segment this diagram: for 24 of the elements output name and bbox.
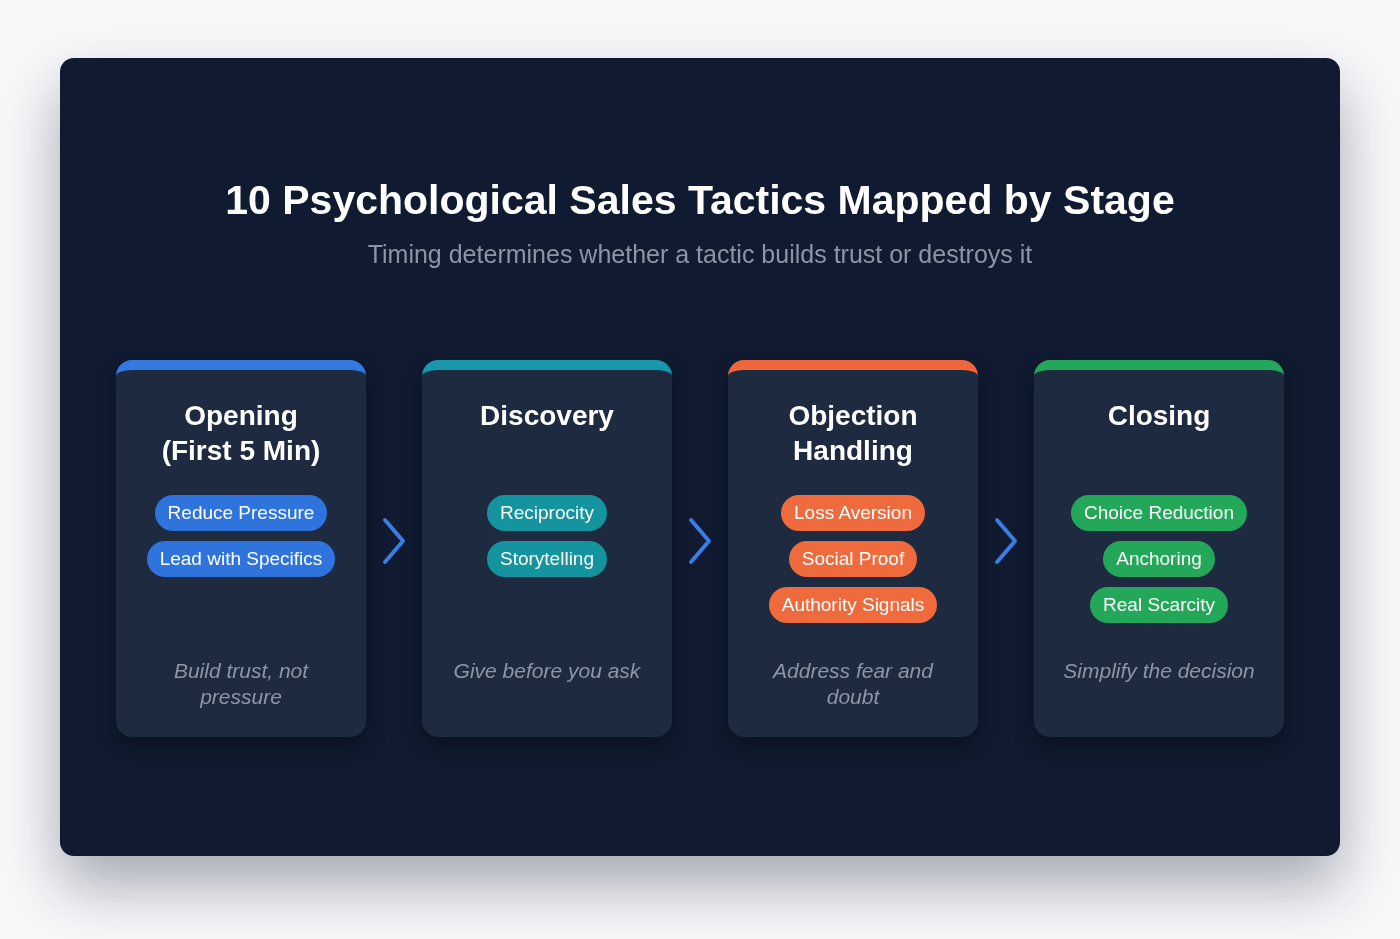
tactic-pill: Loss Aversion [781, 495, 925, 531]
stage-note: Build trust, not pressure [172, 658, 310, 710]
stage-note: Simplify the decision [1062, 658, 1256, 684]
stage-card [1034, 360, 1284, 737]
stage-note: Give before you ask [452, 658, 642, 684]
stage-note: Address fear and doubt [771, 658, 935, 710]
diagram-title: 10 Psychological Sales Tactics Mapped by Stage [225, 176, 1175, 225]
stage-card [728, 360, 978, 737]
tactic-pill: Reciprocity [487, 495, 607, 531]
stage-heading: Discovery [479, 399, 615, 433]
tactic-pill: Reduce Pressure [154, 495, 328, 531]
tactic-pill: Authority Signals [768, 587, 938, 623]
stage-heading: Objection Handling [787, 399, 919, 468]
stage-card [116, 360, 366, 737]
tactic-pill: Anchoring [1103, 541, 1215, 577]
subtitle: Timing determines whether a tactic builds trust or destroys it [367, 239, 1033, 270]
tactic-pill: Choice Reduction [1071, 495, 1247, 531]
stage-heading: Closing [1106, 399, 1212, 433]
tactic-pill: Lead with Specifics [146, 541, 336, 577]
tactic-pill: Real Scarcity [1090, 587, 1228, 623]
stage-card [422, 360, 672, 737]
tactic-pill: Social Proof [788, 541, 918, 577]
stage-heading: Opening (First 5 Min) [160, 399, 322, 468]
tactic-pill: Storytelling [487, 541, 607, 577]
